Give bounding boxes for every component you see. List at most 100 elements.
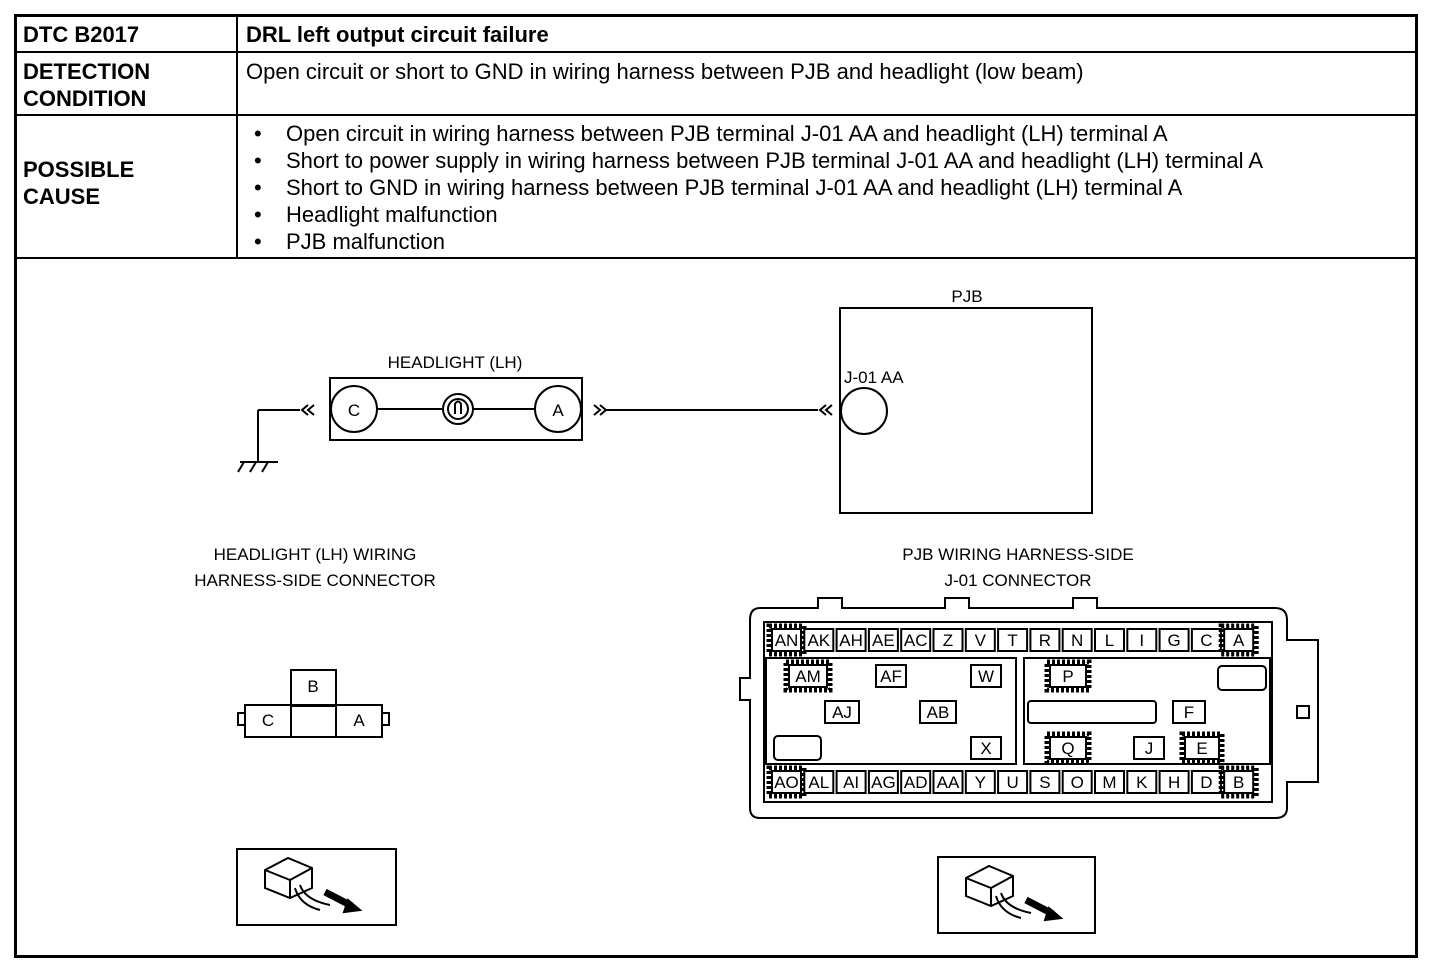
pjb-pin-inner-label: P (1062, 667, 1073, 686)
pjb-pin-top-label: AN (775, 631, 799, 650)
pjb-pin-inner: AF (875, 664, 907, 688)
pjb-terminal-label: J-01 AA (844, 368, 904, 387)
pjb-pin-inner-label: E (1196, 739, 1207, 758)
cause-item: Headlight malfunction (254, 201, 1415, 228)
pjb-pin-top: V (964, 628, 996, 652)
cause-item: Short to GND in wiring harness between P… (254, 174, 1415, 201)
cause-row: POSSIBLE CAUSE Open circuit in wiring ha… (17, 116, 1415, 259)
pjb-pin-top: A (1218, 623, 1259, 657)
pjb-pin-inner-label: X (980, 739, 991, 758)
pjb-pin-inner: E (1179, 731, 1225, 765)
headlight-label: HEADLIGHT (LH) (388, 353, 523, 372)
pjb-pin-top: G (1158, 628, 1190, 652)
pjb-pin-top: AE (867, 628, 899, 652)
pjb-pin-bottom: B (1218, 765, 1259, 799)
pjb-pin-inner: P (1044, 659, 1092, 693)
pjb-pin-top-label: AK (807, 631, 830, 650)
pjb-pin-inner: AM (783, 659, 833, 693)
pjb-pin-inner: Q (1044, 731, 1092, 765)
cause-item: Short to power supply in wiring harness … (254, 147, 1415, 174)
chevron-left-icon (818, 404, 833, 416)
pjb-pin-bottom: AL (803, 770, 835, 794)
pjb-pin-top: C (1190, 628, 1222, 652)
pjb-pin-top: Z (932, 628, 964, 652)
pjb-pin-top-label: AC (904, 631, 928, 650)
dtc-row: DTC B2017 DRL left output circuit failur… (17, 17, 1415, 53)
pjb-pin-bottom-label: H (1168, 773, 1180, 792)
dtc-code: DTC B2017 (23, 22, 140, 47)
pjb-pin-inner-label: AJ (832, 703, 852, 722)
pjb-pin-bottom: M (1094, 770, 1125, 794)
pjb-connector-title-2: J-01 CONNECTOR (944, 571, 1091, 590)
pjb-pin-bottom-label: U (1006, 773, 1018, 792)
pjb-pin-top-label: R (1039, 631, 1051, 650)
detection-row: DETECTION CONDITION Open circuit or shor… (17, 53, 1415, 116)
dtc-code-cell: DTC B2017 (17, 17, 238, 51)
pjb-pin-bottom-label: Y (975, 773, 986, 792)
pjb-pin-bottom-label: AO (774, 773, 799, 792)
pjb-pin-bottom-label: K (1136, 773, 1148, 792)
pjb-pin-inner: AB (919, 700, 957, 724)
pjb-pin-bottom: K (1126, 770, 1158, 794)
pjb-pin-top: AN (766, 623, 807, 657)
pjb-pin-inner: AJ (824, 700, 860, 724)
cause-label-line2: CAUSE (23, 184, 101, 209)
cause-item: PJB malfunction (254, 228, 1415, 255)
ground-icon (237, 410, 278, 473)
pjb-pin-bottom: AA (932, 770, 964, 794)
cause-label-cell: POSSIBLE CAUSE (17, 116, 238, 257)
pjb-pin-top-label: AH (839, 631, 863, 650)
pjb-pin-bottom-label: AA (937, 773, 960, 792)
pjb-pin-bottom-label: AL (808, 773, 829, 792)
headlight-connector-title-2: HARNESS-SIDE CONNECTOR (194, 571, 436, 590)
pjb-pin-bottom: AI (835, 770, 867, 794)
pjb-label: PJB (951, 287, 982, 306)
pjb-connector-title-1: PJB WIRING HARNESS-SIDE (902, 545, 1133, 564)
pjb-pin-bottom: O (1061, 770, 1093, 794)
pjb-pin-top-label: N (1071, 631, 1083, 650)
detection-text: Open circuit or short to GND in wiring h… (246, 59, 1084, 84)
pjb-pin-top-label: L (1105, 631, 1114, 650)
dtc-title: DRL left output circuit failure (246, 22, 549, 47)
pjb-pin-bottom-label: AD (904, 773, 928, 792)
pjb-pin-inner-label: Q (1061, 739, 1074, 758)
pjb-pin-bottom: AD (900, 770, 932, 794)
pjb-pin-bottom: Y (964, 770, 996, 794)
pjb-pin-top: AH (835, 628, 867, 652)
pjb-pin-inner: W (970, 664, 1002, 688)
chevron-left-icon (300, 404, 315, 416)
pjb-pin-bottom-label: S (1039, 773, 1050, 792)
pjb-pin-top-label: V (975, 631, 987, 650)
pjb-pin-top: I (1126, 628, 1158, 652)
pjb-pin-inner-label: F (1184, 703, 1194, 722)
pjb-pin-top-label: C (1200, 631, 1212, 650)
cause-list: Open circuit in wiring harness between P… (246, 120, 1415, 255)
cause-list-cell: Open circuit in wiring harness between P… (238, 116, 1415, 257)
connector-icon (937, 856, 1096, 934)
detection-label-cell: DETECTION CONDITION (17, 53, 238, 114)
headlight-connector-title-1: HEADLIGHT (LH) WIRING (214, 545, 417, 564)
pjb-box (839, 307, 1093, 514)
detection-label-line1: DETECTION (23, 59, 151, 84)
pjb-terminal-circle (840, 387, 888, 435)
dtc-sheet: DTC B2017 DRL left output circuit failur… (14, 14, 1418, 958)
cause-item: Open circuit in wiring harness between P… (254, 120, 1415, 147)
detection-text-cell: Open circuit or short to GND in wiring h… (238, 53, 1415, 114)
pjb-pin-bottom: D (1190, 770, 1222, 794)
hl-pin-a: A (353, 711, 365, 730)
dtc-title-cell: DRL left output circuit failure (238, 17, 1415, 51)
terminal-c-label: C (348, 401, 360, 420)
pjb-pin-top-label: AE (872, 631, 895, 650)
hl-pin-b: B (307, 677, 318, 696)
pjb-pin-bottom-label: O (1071, 773, 1084, 792)
pjb-pin-inner-label: AM (795, 667, 821, 686)
hl-pin-c: C (262, 711, 274, 730)
pjb-pin-top: R (1029, 628, 1061, 652)
headlight-connector-face (237, 669, 390, 738)
pjb-pin-bottom-label: D (1200, 773, 1212, 792)
pjb-pin-bottom: S (1029, 770, 1061, 794)
pjb-pin-bottom: AO (766, 765, 807, 799)
pjb-pin-top: T (997, 628, 1029, 652)
